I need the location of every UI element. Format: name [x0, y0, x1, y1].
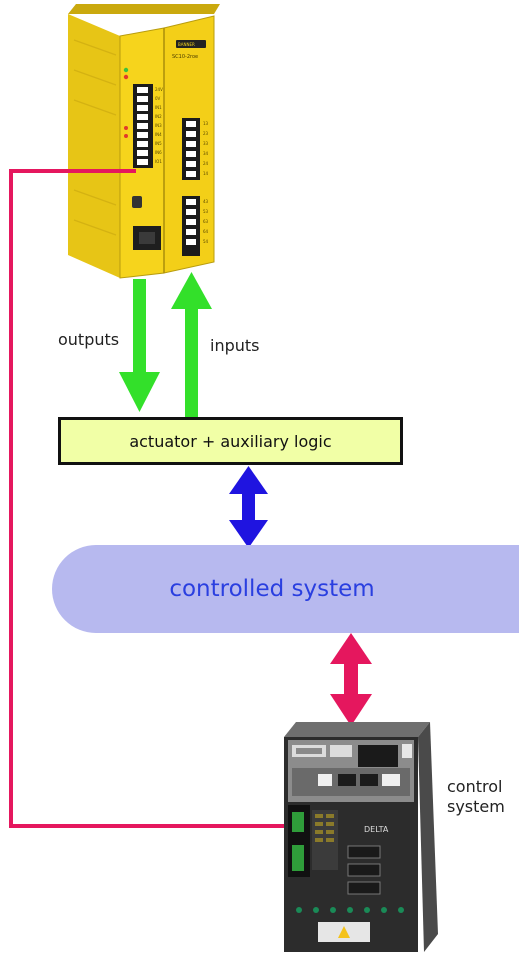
- svg-text:54: 54: [203, 239, 209, 244]
- svg-text:IN1: IN1: [155, 105, 162, 110]
- outputs-arrow: [119, 279, 160, 412]
- system-control-arrow: [330, 633, 372, 726]
- control-system-label-line1: control: [447, 777, 503, 796]
- inputs-label: inputs: [210, 336, 260, 355]
- controlled-system-shape: controlled system: [52, 545, 519, 633]
- svg-text:IO1: IO1: [155, 159, 162, 164]
- svg-text:IN2: IN2: [155, 114, 162, 119]
- control-system-label: control system: [447, 777, 519, 817]
- svg-text:0V: 0V: [155, 96, 161, 101]
- svg-text:IN3: IN3: [155, 123, 162, 128]
- svg-text:14: 14: [203, 171, 209, 176]
- svg-text:13: 13: [203, 121, 209, 126]
- svg-text:IN6: IN6: [155, 150, 162, 155]
- outputs-label: outputs: [58, 330, 120, 349]
- controller-model-text: SC10-2roe: [172, 54, 198, 60]
- actuator-box: actuator + auxiliary logic: [58, 417, 403, 465]
- servo-drive-device: DELTA: [284, 722, 438, 952]
- svg-text:43: 43: [203, 199, 209, 204]
- actuator-system-arrow: [229, 466, 268, 548]
- controlled-system-label: controlled system: [169, 576, 375, 602]
- svg-text:24: 24: [203, 161, 209, 166]
- controller-brand-text: BANNER: [178, 42, 195, 47]
- svg-text:53: 53: [203, 209, 209, 214]
- svg-text:63: 63: [203, 219, 209, 224]
- control-system-label-line2: system: [447, 797, 505, 816]
- svg-text:34: 34: [203, 151, 209, 156]
- svg-text:64: 64: [203, 229, 209, 234]
- drive-brand-text: DELTA: [364, 825, 389, 834]
- svg-text:23: 23: [203, 131, 209, 136]
- actuator-label: actuator + auxiliary logic: [129, 431, 332, 451]
- svg-text:IN5: IN5: [155, 141, 162, 146]
- svg-text:IN4: IN4: [155, 132, 162, 137]
- svg-text:33: 33: [203, 141, 209, 146]
- inputs-arrow: [171, 272, 212, 417]
- svg-text:24V: 24V: [155, 87, 163, 92]
